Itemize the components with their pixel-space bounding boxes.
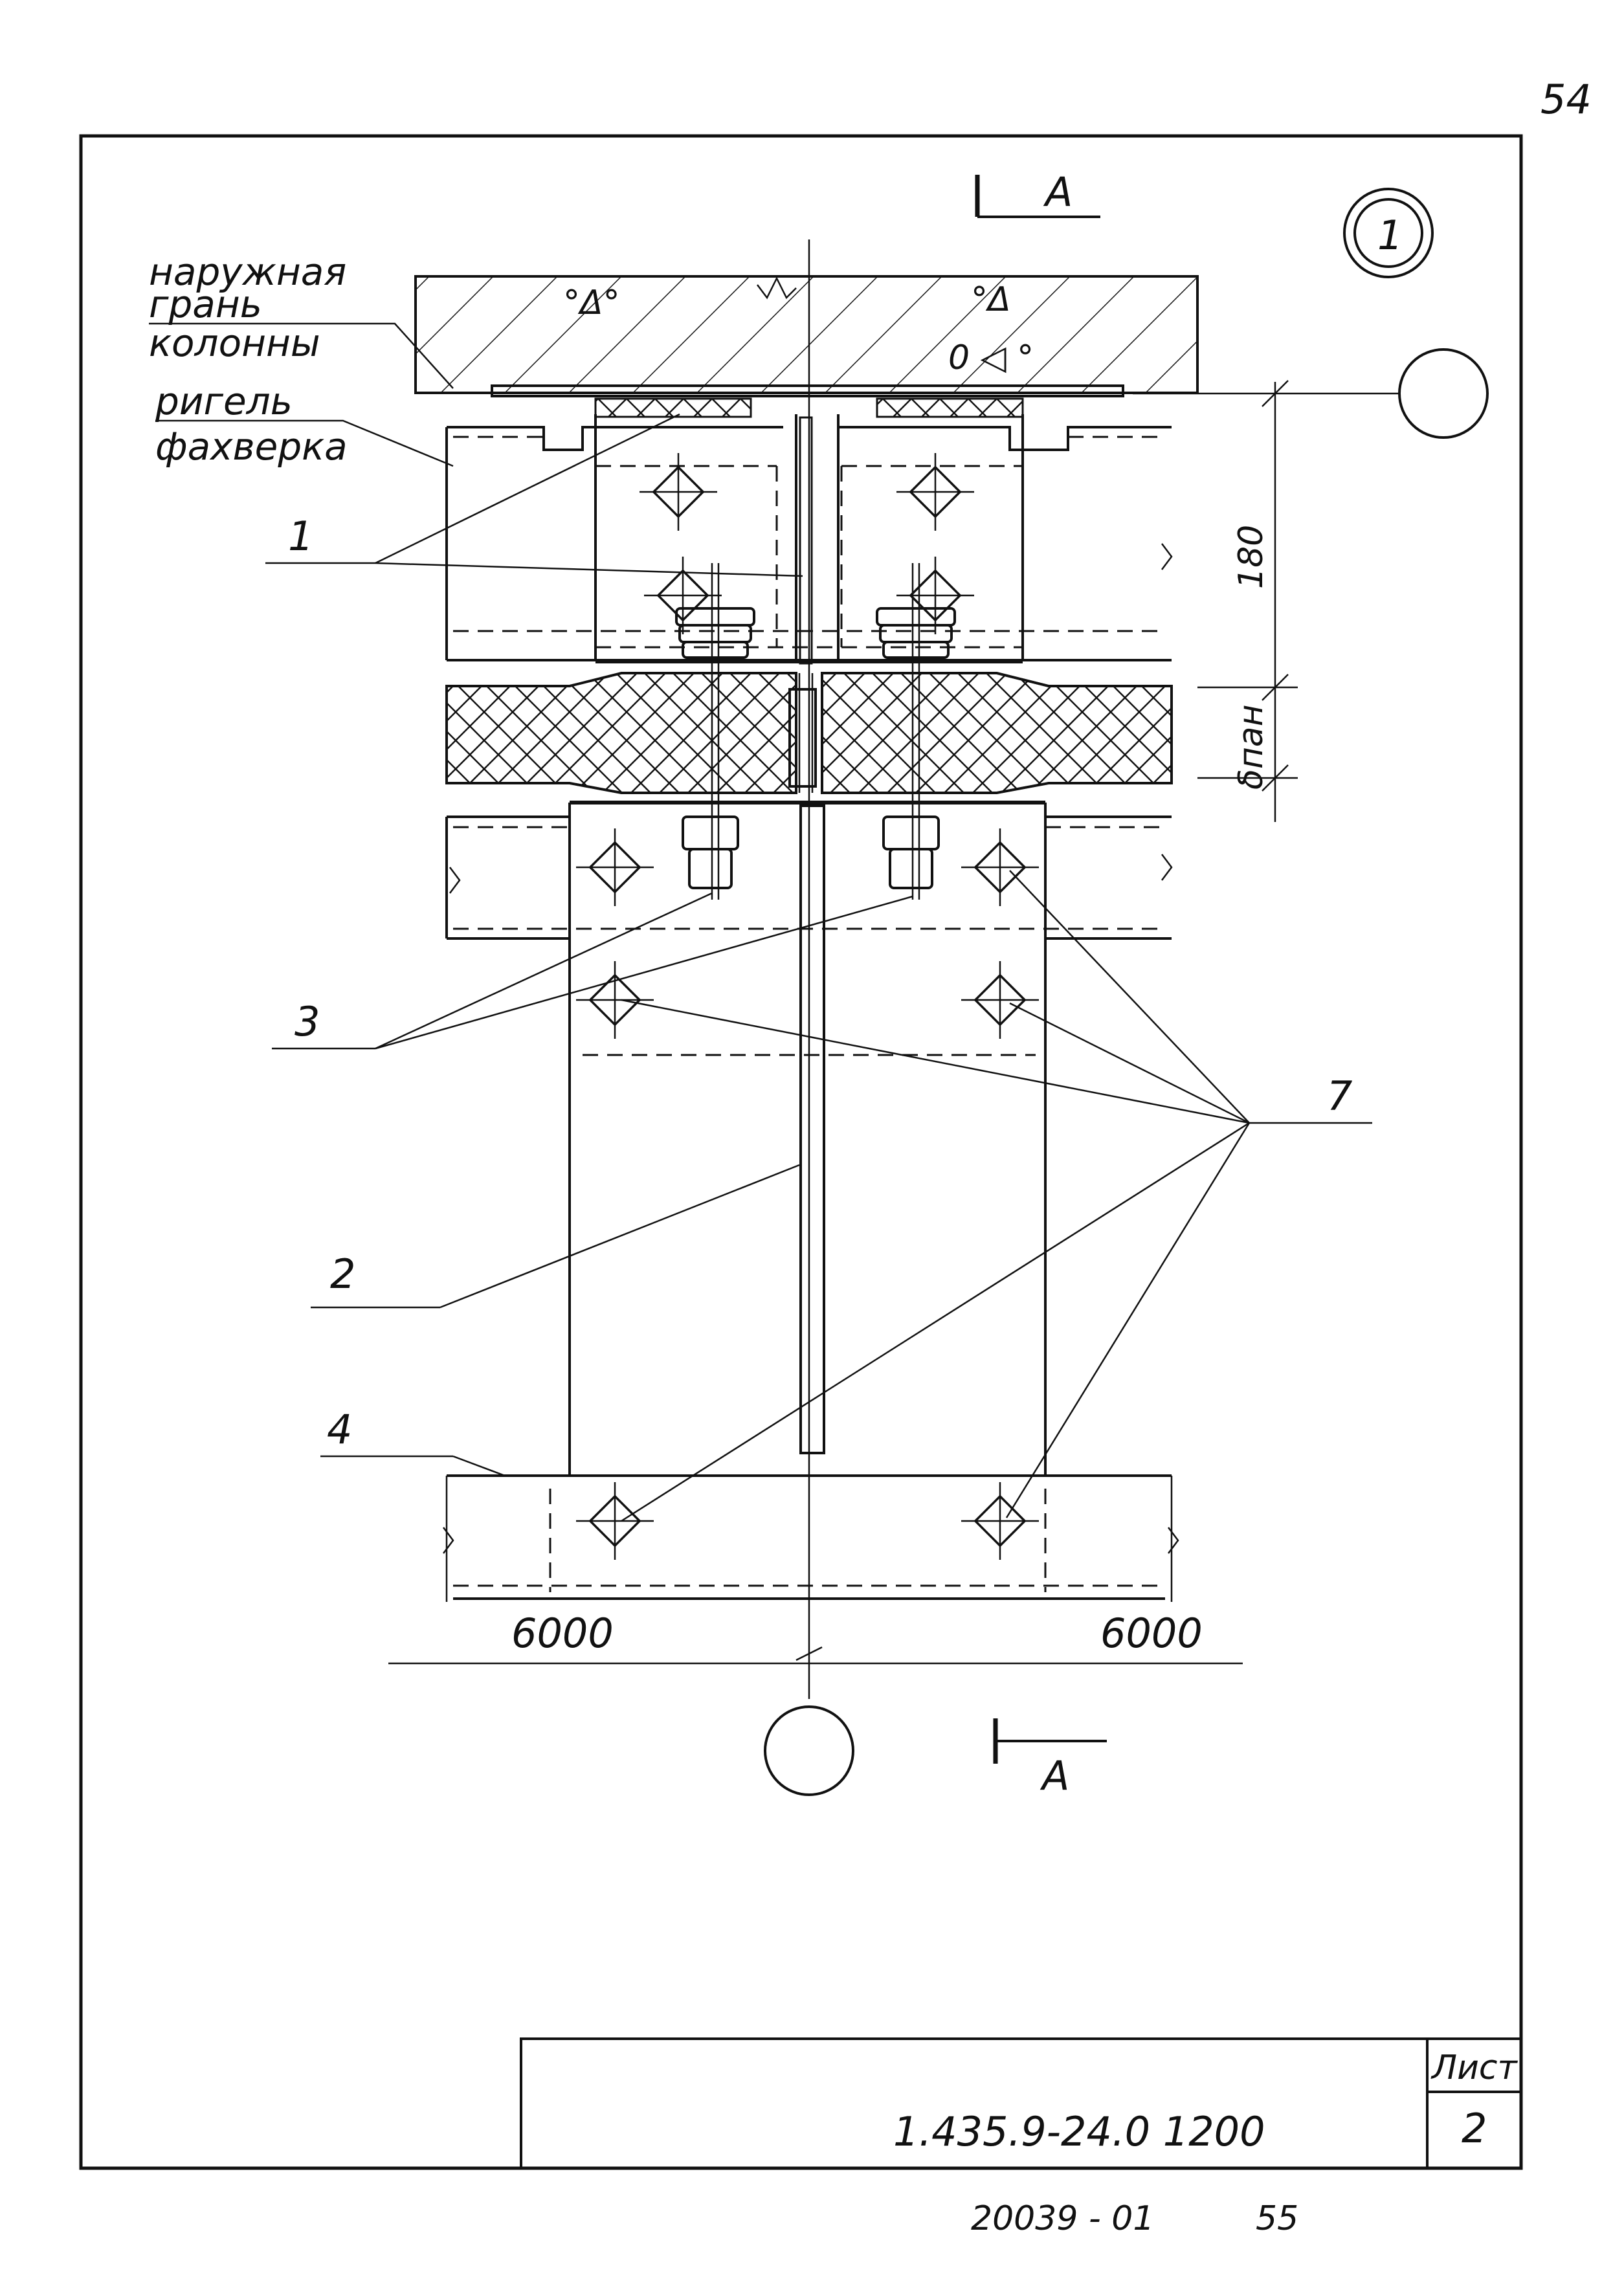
span-left-label: 6000 [511, 1610, 614, 1657]
callout-3: 3 [272, 892, 913, 1050]
crossbar-line2: фахверка [155, 425, 348, 469]
bolt-icon [895, 452, 975, 532]
section-mark-top-label: А [1043, 168, 1073, 216]
archive-number: 20039 - 01 [971, 2199, 1154, 2238]
axis-tick [795, 1646, 823, 1661]
bolt-icon [643, 555, 723, 636]
concrete-column: °Δ° °Δ 0 ◁ ° [414, 275, 1199, 394]
callout-1-label: 1 [288, 513, 313, 560]
svg-text:0 ◁ °: 0 ◁ ° [948, 338, 1034, 377]
callout-4: 4 [320, 1406, 506, 1477]
bolt-icon [575, 1481, 655, 1561]
column-face-line2: грань [149, 282, 262, 326]
bolt-icon [575, 827, 655, 907]
section-mark-bottom: А [993, 1718, 1107, 1799]
nut-lower-left [682, 816, 739, 889]
bottom-rail [443, 1474, 1179, 1602]
column-face-line3: колонны [149, 321, 320, 365]
label-column-face: наружная грань колонны [149, 250, 454, 389]
bolt-icon [960, 960, 1040, 1040]
height-180-label: 180 [1232, 525, 1271, 589]
column-face-line1: наружная [149, 250, 346, 294]
insulation-strip-right [876, 397, 1024, 418]
node-mark: 1 [1343, 188, 1434, 278]
vertical-dimension: 180 δпан [1197, 380, 1298, 822]
sandwich-panel [445, 672, 1173, 794]
callout-4-label: 4 [327, 1406, 352, 1453]
bolt-icon [895, 555, 975, 636]
section-mark-bottom-label: А [1040, 1752, 1069, 1799]
section-mark-top: А [975, 168, 1100, 218]
label-crossbar: ригель фахверка [155, 379, 454, 469]
crossbar-line1: ригель [155, 379, 293, 423]
bolt-icon [960, 1481, 1040, 1561]
axis-bubble-bottom [764, 1705, 854, 1796]
sheet-corner-number: 54 [1541, 76, 1592, 123]
sheet-label: Лист [1430, 2048, 1518, 2087]
archive-page: 55 [1256, 2199, 1298, 2238]
document-code: 1.435.9-24.0 1200 [893, 2108, 1265, 2155]
callout-1: 1 [265, 413, 803, 577]
svg-text:°Δ: °Δ [971, 280, 1011, 319]
callout-7-label: 7 [1327, 1072, 1352, 1120]
span-right-label: 6000 [1100, 1610, 1203, 1657]
insulation-strip-left [594, 397, 752, 418]
node-mark-label: 1 [1377, 212, 1403, 259]
title-block: Лист 2 1.435.9-24.0 1200 [520, 2037, 1522, 2169]
embedded-plate [491, 384, 1124, 397]
callout-2-label: 2 [330, 1250, 355, 1298]
panel-thickness-label: δпан [1232, 704, 1271, 790]
axis-bubble-right [1398, 348, 1489, 439]
svg-text:°Δ°: °Δ° [563, 283, 620, 322]
bracket-upper [594, 414, 1024, 665]
callout-7: 7 [621, 870, 1372, 1522]
bolt-icon [960, 827, 1040, 907]
span-dimension: 6000 6000 [388, 1610, 1243, 1665]
bracket-lower [568, 803, 1047, 1476]
callout-2: 2 [311, 1164, 800, 1309]
bolt-icon [638, 452, 718, 532]
sheet-number: 2 [1462, 2105, 1487, 2152]
callout-3-label: 3 [295, 998, 320, 1045]
nut-lower-right [882, 816, 940, 889]
